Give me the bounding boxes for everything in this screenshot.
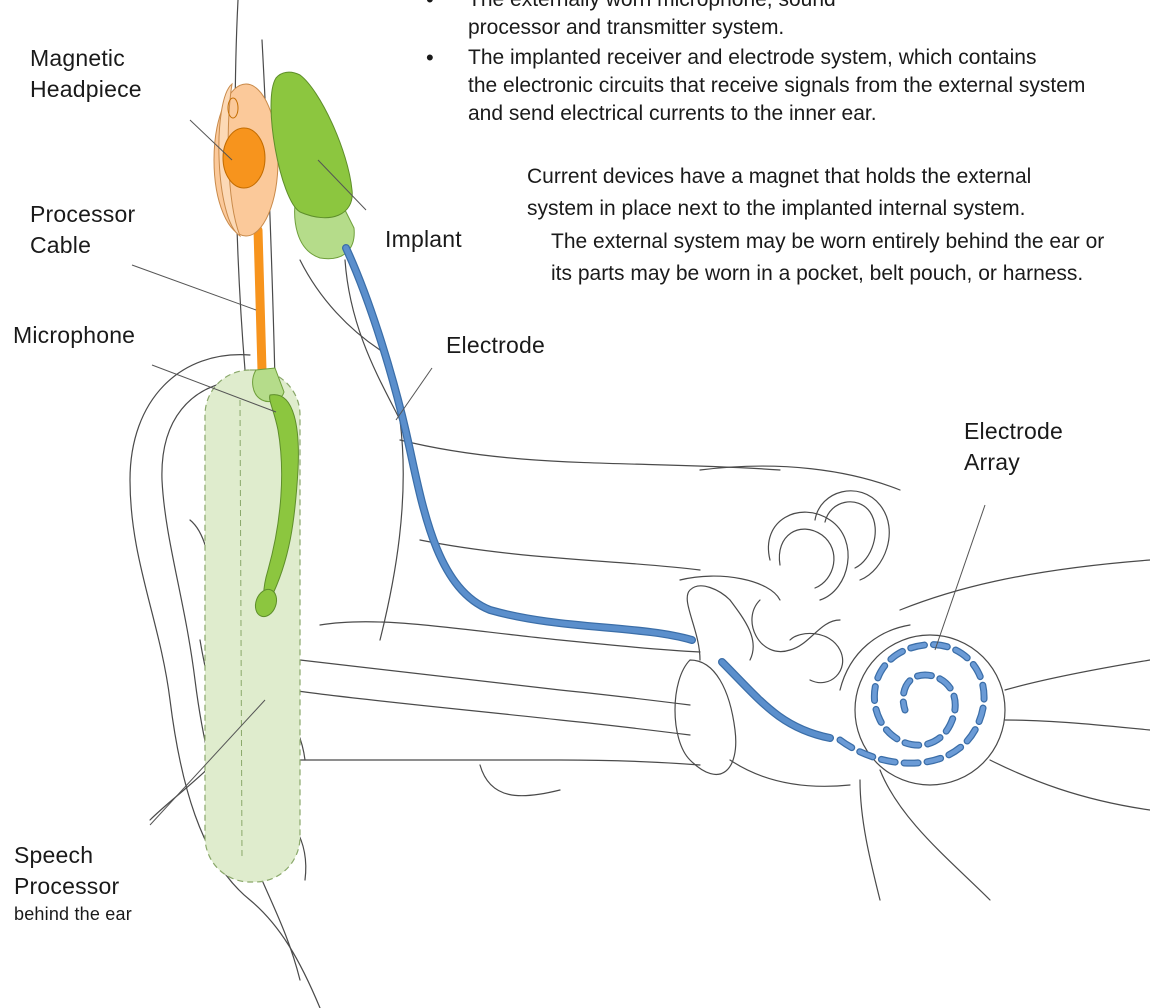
label-magnetic-headpiece: Magnetic Headpiece <box>30 43 142 105</box>
magnetic-headpiece-shape <box>214 84 278 236</box>
bullet-list: • The externally worn microphone, sound … <box>420 0 1150 128</box>
electrode-array-spiral <box>840 645 984 764</box>
paragraph-line-3: The external system may be worn entirely… <box>551 228 1104 256</box>
bullet-dot-icon: • <box>426 0 434 14</box>
label-microphone: Microphone <box>13 320 135 351</box>
label-speech-processor: Speech Processor behind the ear <box>14 840 132 926</box>
label-implant: Implant <box>385 224 462 255</box>
label-electrode-array: Electrode Array <box>964 416 1063 478</box>
label-electrode: Electrode <box>446 330 545 361</box>
paragraph-line-2: system in place next to the implanted in… <box>527 195 1025 223</box>
paragraph-line-4: its parts may be worn in a pocket, belt … <box>551 260 1083 288</box>
implant-shape <box>271 72 354 259</box>
bullet-item-external: • The externally worn microphone, sound … <box>420 0 1150 42</box>
label-processor-cable: Processor Cable <box>30 199 135 261</box>
electrode-wire <box>346 248 692 640</box>
bullet-dot-icon: • <box>426 44 434 72</box>
processor-cable-shape <box>258 230 262 370</box>
paragraph-line-1: Current devices have a magnet that holds… <box>527 163 1031 191</box>
bullet-item-implanted: • The implanted receiver and electrode s… <box>420 44 1150 128</box>
inner-ear-outline <box>400 440 1150 900</box>
